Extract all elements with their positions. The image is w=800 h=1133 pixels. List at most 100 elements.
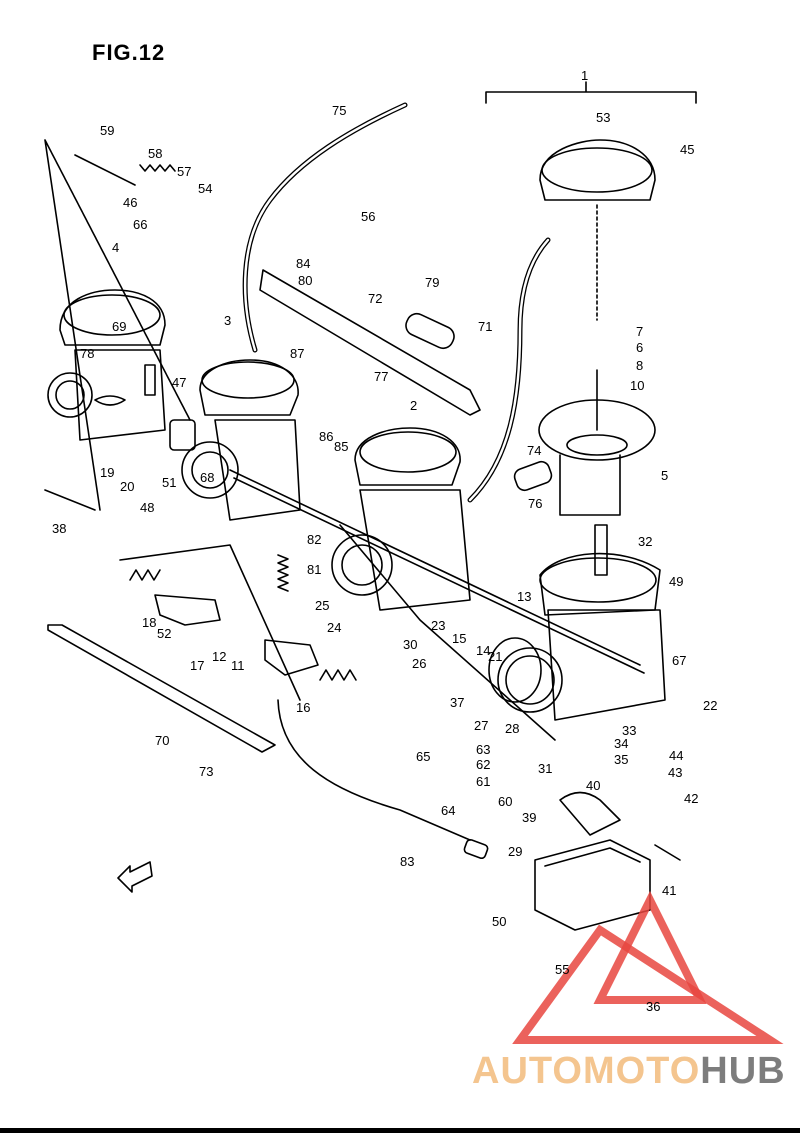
callout-29: 29 [508, 844, 522, 859]
callout-36: 36 [646, 999, 660, 1014]
callout-1: 1 [581, 68, 588, 83]
carburetor-body-49 [497, 524, 666, 721]
callout-28: 28 [505, 721, 519, 736]
fuel-tube-75-right [467, 237, 551, 503]
callout-4: 4 [112, 240, 119, 255]
carburetor-2 [331, 427, 471, 611]
callout-57: 57 [177, 164, 191, 179]
part-74 [513, 460, 553, 492]
callout-3: 3 [224, 313, 231, 328]
callout-67: 67 [672, 653, 686, 668]
callout-43: 43 [668, 765, 682, 780]
callout-11: 11 [231, 658, 245, 673]
callout-21: 21 [488, 649, 502, 664]
callout-39: 39 [522, 810, 536, 825]
callout-19: 19 [100, 465, 114, 480]
callout-13: 13 [517, 589, 531, 604]
spring-58 [139, 164, 176, 172]
throttle-shaft [229, 469, 641, 666]
callout-46: 46 [123, 195, 137, 210]
callout-48: 48 [140, 500, 154, 515]
callout-65: 65 [416, 749, 430, 764]
callout-61: 61 [476, 774, 490, 789]
callout-76: 76 [528, 496, 542, 511]
callout-54: 54 [198, 181, 212, 196]
callout-31: 31 [538, 761, 552, 776]
diaphragm-5 [538, 369, 656, 516]
watermark-text: AUTOMOTOHUB [472, 1050, 786, 1092]
callout-42: 42 [684, 791, 698, 806]
callout-17: 17 [190, 658, 204, 673]
fuel-tube-75-left [242, 102, 408, 353]
part-28 [488, 637, 542, 703]
callout-78: 78 [80, 346, 94, 361]
gasket-strip-70 [47, 624, 276, 753]
callout-74: 74 [527, 443, 541, 458]
callout-15: 15 [452, 631, 466, 646]
callout-58: 58 [148, 146, 162, 161]
callout-80: 80 [298, 273, 312, 288]
callout-75: 75 [332, 103, 346, 118]
screw-41 [654, 844, 681, 861]
top-cover-53 [539, 139, 656, 321]
bottom-rule [0, 1128, 800, 1133]
callout-84: 84 [296, 256, 310, 271]
callout-62: 62 [476, 757, 490, 772]
callout-32: 32 [638, 534, 652, 549]
callout-83: 83 [400, 854, 414, 869]
lever-16 [264, 639, 319, 676]
callout-41: 41 [662, 883, 676, 898]
callout-12: 12 [212, 649, 226, 664]
callout-71: 71 [478, 319, 492, 334]
callout-35: 35 [614, 752, 628, 767]
cable-83 [277, 699, 471, 841]
sleeve-79 [405, 312, 455, 350]
callout-8: 8 [636, 358, 643, 373]
screw-38 [44, 489, 96, 511]
rail-72 [259, 269, 481, 416]
callout-68: 68 [200, 470, 214, 485]
callout-86: 86 [319, 429, 333, 444]
callout-85: 85 [334, 439, 348, 454]
callout-2: 2 [410, 398, 417, 413]
callout-69: 69 [112, 319, 126, 334]
callout-51: 51 [162, 475, 176, 490]
callout-34: 34 [614, 736, 628, 751]
callout-26: 26 [412, 656, 426, 671]
callout-7: 7 [636, 324, 643, 339]
callout-72: 72 [368, 291, 382, 306]
callout-53: 53 [596, 110, 610, 125]
callout-44: 44 [669, 748, 683, 763]
assembly-bracket [485, 81, 697, 104]
spring-81 [277, 554, 289, 592]
float-bowl-29 [534, 791, 651, 931]
spring-13 [319, 669, 357, 681]
callout-14: 14 [476, 643, 490, 658]
carburetor-3 [169, 359, 301, 521]
callout-70: 70 [155, 733, 169, 748]
callout-33: 33 [622, 723, 636, 738]
callout-63: 63 [476, 742, 490, 757]
callout-55: 55 [555, 962, 569, 977]
callout-59: 59 [100, 123, 114, 138]
callout-10: 10 [630, 378, 644, 393]
callout-56: 56 [361, 209, 375, 224]
callout-66: 66 [133, 217, 147, 232]
callout-37: 37 [450, 695, 464, 710]
callout-18: 18 [142, 615, 156, 630]
callout-77: 77 [374, 369, 388, 384]
callout-52: 52 [157, 626, 171, 641]
callout-27: 27 [474, 718, 488, 733]
fwd-arrow [117, 861, 153, 893]
callout-79: 79 [425, 275, 439, 290]
callout-6: 6 [636, 340, 643, 355]
spring-18 [129, 569, 161, 581]
callout-16: 16 [296, 700, 310, 715]
carburetor-4 [47, 289, 166, 441]
callout-50: 50 [492, 914, 506, 929]
callout-60: 60 [498, 794, 512, 809]
callout-73: 73 [199, 764, 213, 779]
callout-5: 5 [661, 468, 668, 483]
